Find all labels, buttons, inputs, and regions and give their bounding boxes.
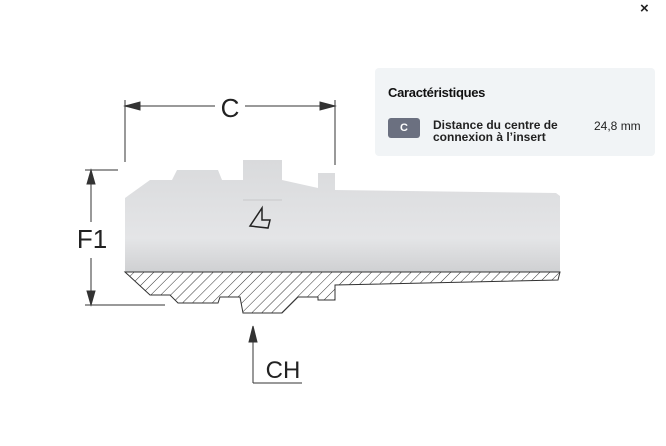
characteristics-panel: Caractéristiques C Distance du centre de… [375,68,655,156]
close-button[interactable]: × [640,0,649,17]
close-icon: × [640,0,649,17]
dimension-f1-label: F1 [77,224,107,254]
dimension-ch [248,325,302,384]
dimension-c-label: C [221,93,240,123]
dimension-ch-label: CH [266,357,301,384]
dimension-f1 [85,168,165,307]
panel-title: Caractéristiques [388,85,486,100]
dimension-value: 24,8 mm [594,119,641,133]
dimension-c [123,100,337,165]
dimension-code-badge: C [388,118,420,138]
hatched-section [123,271,561,314]
dimension-description: Distance du centre de connexion à l’inse… [433,118,558,144]
fitting-body [123,160,561,314]
